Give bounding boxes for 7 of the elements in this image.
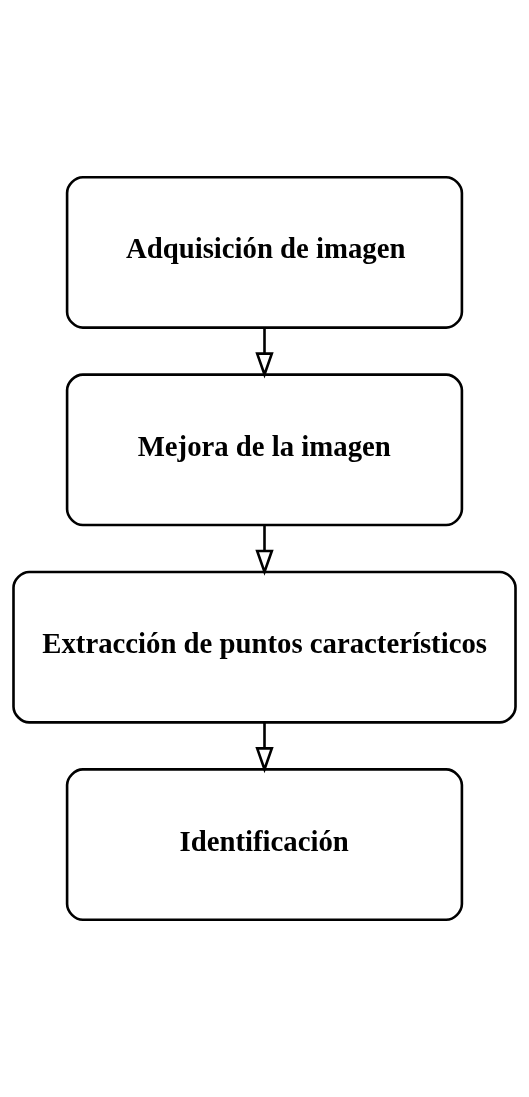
node-box: Identificación (65, 768, 464, 922)
arrow (255, 327, 274, 379)
node-box: Mejora de la imagen (65, 373, 464, 527)
arrow (255, 722, 274, 774)
node-box: Adquisición de imagen (65, 175, 464, 329)
arrow (255, 525, 274, 576)
node-box: Extracción de puntos característicos (12, 570, 517, 724)
